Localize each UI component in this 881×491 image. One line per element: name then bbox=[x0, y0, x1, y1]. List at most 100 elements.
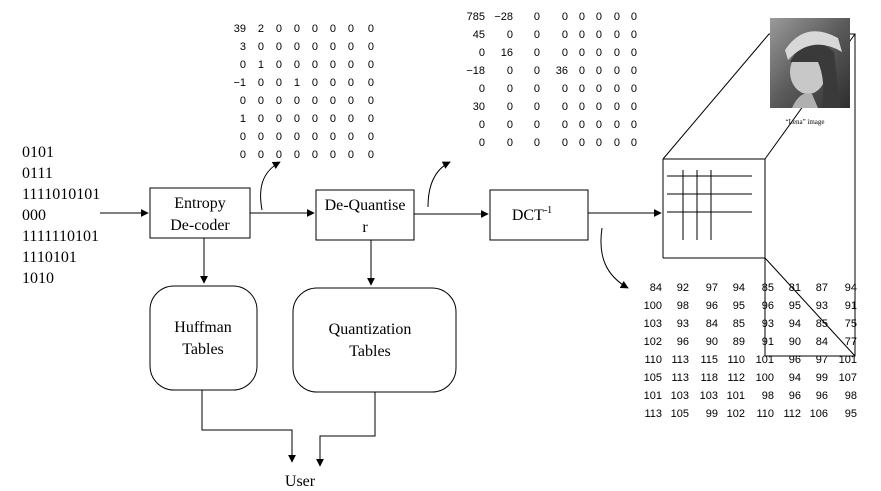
matrix-cell: 0 bbox=[534, 11, 540, 23]
matrix-cell: 103 bbox=[700, 390, 718, 402]
matrix-cell: 105 bbox=[671, 408, 689, 420]
matrix-cell: 0 bbox=[276, 23, 282, 35]
matrix-cell: 113 bbox=[644, 408, 662, 420]
matrix-cell: 0 bbox=[631, 83, 637, 95]
matrix-cell: 0 bbox=[294, 113, 300, 125]
matrix-cell: 0 bbox=[479, 83, 485, 95]
matrix-cell: 0 bbox=[240, 149, 246, 161]
matrix-cell: 93 bbox=[816, 300, 828, 312]
matrix-cell: 0 bbox=[631, 11, 637, 23]
matrix-cell: 0 bbox=[631, 137, 637, 149]
matrix-cell: 0 bbox=[596, 101, 602, 113]
matrix-cell: 81 bbox=[789, 282, 801, 294]
quantization-tables-box bbox=[292, 287, 457, 393]
matrix-cell: 0 bbox=[368, 77, 374, 89]
matrix-cell: 0 bbox=[258, 113, 264, 125]
matrix-cell: 115 bbox=[700, 354, 718, 366]
matrix-cell: 0 bbox=[596, 11, 602, 23]
matrix-cell: 0 bbox=[368, 23, 374, 35]
lena-caption: “Lena” image bbox=[785, 118, 824, 126]
matrix-cell: 36 bbox=[556, 65, 568, 77]
matrix-cell: 0 bbox=[258, 41, 264, 53]
matrix-cell: 0 bbox=[631, 29, 637, 41]
matrix-cell: 0 bbox=[507, 119, 513, 131]
matrix-cell: 0 bbox=[294, 59, 300, 71]
dequantiser-label-2: r bbox=[362, 219, 368, 236]
matrix-cell: 0 bbox=[579, 101, 585, 113]
matrix-cell: 91 bbox=[762, 336, 774, 348]
matrix-cell: 99 bbox=[816, 372, 828, 384]
bitstream-line: 1110101 bbox=[22, 249, 77, 266]
matrix-cell: 103 bbox=[671, 390, 689, 402]
matrix-cell: 0 bbox=[534, 137, 540, 149]
matrix-cell: 110 bbox=[644, 354, 662, 366]
matrix-cell: 101 bbox=[839, 354, 857, 366]
matrix-cell: 0 bbox=[258, 149, 264, 161]
matrix-cell: 94 bbox=[789, 372, 801, 384]
matrix-cell: 0 bbox=[614, 65, 620, 77]
matrix-cell: 0 bbox=[258, 95, 264, 107]
idct-label: DCT-1 bbox=[512, 205, 552, 224]
matrix-cell: 0 bbox=[534, 29, 540, 41]
matrix-cell: 0 bbox=[348, 41, 354, 53]
matrix-cell: 0 bbox=[579, 11, 585, 23]
matrix-cell: 98 bbox=[677, 300, 689, 312]
matrix-cell: 45 bbox=[473, 29, 485, 41]
matrix-cell: 0 bbox=[579, 47, 585, 59]
matrix-cell: 0 bbox=[579, 65, 585, 77]
bitstream-text: 0101011111110101010001111110101111010110… bbox=[22, 144, 100, 287]
matrix-cell: 3 bbox=[240, 41, 246, 53]
matrix-cell: 0 bbox=[312, 77, 318, 89]
matrix-cell: 0 bbox=[614, 47, 620, 59]
matrix-cell: 75 bbox=[845, 318, 857, 330]
huffman-label-2: Tables bbox=[182, 341, 224, 358]
matrix-cell: 0 bbox=[330, 59, 336, 71]
matrix-cell: 96 bbox=[706, 300, 718, 312]
matrix-cell: 96 bbox=[816, 390, 828, 402]
matrix-cell: 0 bbox=[614, 83, 620, 95]
matrix-cell: 0 bbox=[579, 83, 585, 95]
matrix-cell: 785 bbox=[467, 11, 485, 23]
matrix-cell: −28 bbox=[494, 11, 513, 23]
matrix-cell: 0 bbox=[368, 149, 374, 161]
matrix-cell: 0 bbox=[596, 47, 602, 59]
matrix-cell: 0 bbox=[562, 137, 568, 149]
matrix-cell: 0 bbox=[330, 149, 336, 161]
matrix-cell: 110 bbox=[727, 354, 745, 366]
user-label: User bbox=[285, 473, 316, 490]
matrix-cell: 0 bbox=[534, 83, 540, 95]
matrix-cell: 0 bbox=[348, 23, 354, 35]
matrix-cell: 0 bbox=[330, 113, 336, 125]
matrix-cell: 0 bbox=[534, 101, 540, 113]
matrix-cell: 0 bbox=[368, 113, 374, 125]
matrix-cell: 94 bbox=[733, 282, 745, 294]
matrix-cell: 0 bbox=[276, 41, 282, 53]
matrix-cell: 0 bbox=[258, 77, 264, 89]
matrix-cell: 2 bbox=[258, 23, 264, 35]
entropy-decoder-label-2: De-coder bbox=[170, 217, 230, 234]
matrix-cell: 84 bbox=[650, 282, 662, 294]
matrix-cell: 93 bbox=[762, 318, 774, 330]
matrix-cell: 118 bbox=[700, 372, 718, 384]
bitstream-line: 0101 bbox=[22, 144, 54, 161]
matrix-cell: 0 bbox=[258, 131, 264, 143]
matrix-cell: 106 bbox=[810, 408, 828, 420]
matrix-cell: 39 bbox=[234, 23, 246, 35]
matrix-cell: 0 bbox=[631, 119, 637, 131]
matrix-cell: 107 bbox=[839, 372, 857, 384]
matrix-cell: 0 bbox=[562, 83, 568, 95]
matrix-cell: 0 bbox=[276, 59, 282, 71]
matrix-cell: 96 bbox=[677, 336, 689, 348]
matrix-cell: 95 bbox=[733, 300, 745, 312]
matrix-cell: 1 bbox=[294, 77, 300, 89]
matrix-cell: 0 bbox=[330, 131, 336, 143]
quantization-label-2: Tables bbox=[349, 343, 391, 360]
matrix-cell: 95 bbox=[789, 300, 801, 312]
matrix-cell: 0 bbox=[348, 77, 354, 89]
matrix-cell: 0 bbox=[507, 29, 513, 41]
matrix-cell: 101 bbox=[727, 390, 745, 402]
matrix-cell: 0 bbox=[596, 137, 602, 149]
matrix-cell: 0 bbox=[562, 101, 568, 113]
curved-arrow-idct-output bbox=[600, 227, 629, 289]
matrix-cell: 85 bbox=[733, 318, 745, 330]
